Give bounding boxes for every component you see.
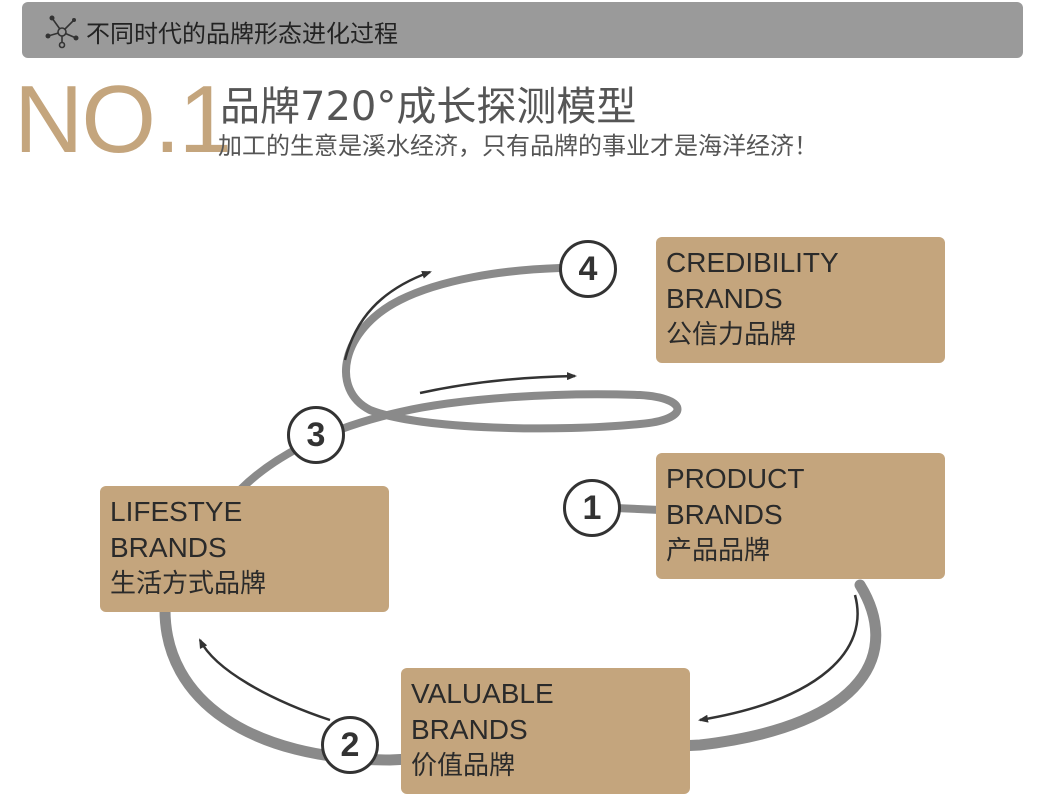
step-1-marker: 1 <box>563 479 621 537</box>
loop-path-upper <box>236 264 682 494</box>
stage-label-en-2: BRANDS <box>666 283 783 314</box>
stage-label-cn: 生活方式品牌 <box>110 569 267 599</box>
stage-label-en: VALUABLE <box>411 678 554 709</box>
page-title: 品牌720°成长探测模型 <box>220 84 637 130</box>
stage-label-en: LIFESTYE <box>110 496 243 527</box>
stage-product-brands: PRODUCT BRANDS 产品品牌 <box>656 453 945 579</box>
stage-credibility-brands: CREDIBILITY BRANDS 公信力品牌 <box>656 237 945 363</box>
header-title: 不同时代的品牌形态进化过程 <box>86 20 398 48</box>
stage-label-cn: 公信力品牌 <box>666 320 797 350</box>
page-subtitle: 加工的生意是溪水经济，只有品牌的事业才是海洋经济！ <box>218 132 818 160</box>
arrow-left <box>198 638 331 722</box>
step-3-marker: 3 <box>287 406 345 464</box>
section-header: 不同时代的品牌形态进化过程 <box>22 2 1023 58</box>
arrow-right <box>698 594 859 723</box>
hero-number: NO.1 <box>14 66 232 173</box>
stage-label-cn: 产品品牌 <box>666 536 771 566</box>
arrow-top <box>343 270 432 361</box>
stage-label-en-2: BRANDS <box>411 714 528 745</box>
connector-line <box>611 504 664 514</box>
stage-valuable-brands: VALUABLE BRANDS 价值品牌 <box>401 668 690 794</box>
arrow-middle <box>419 372 577 395</box>
stage-label-en-2: BRANDS <box>110 532 227 563</box>
step-2-marker: 2 <box>321 716 379 774</box>
stage-label-en: CREDIBILITY <box>666 247 839 278</box>
stage-label-cn: 价值品牌 <box>411 751 516 781</box>
stage-label-en: PRODUCT <box>666 463 805 494</box>
step-4-marker: 4 <box>559 240 617 298</box>
stage-lifestyle-brands: LIFESTYE BRANDS 生活方式品牌 <box>100 486 389 612</box>
network-icon <box>45 15 79 49</box>
stage-label-en-2: BRANDS <box>666 499 783 530</box>
